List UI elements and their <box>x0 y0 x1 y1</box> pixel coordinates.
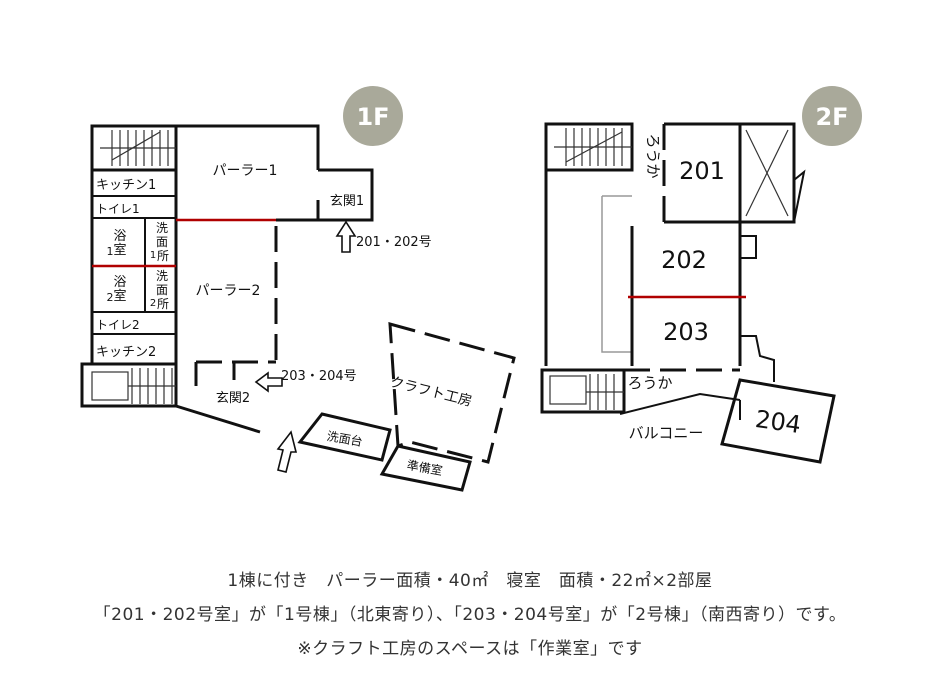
balcony-label: バルコニー <box>629 424 704 442</box>
washroom-1-label: 洗 面 1 所 <box>150 221 169 263</box>
corridor-bottom-label: ろうか <box>627 374 672 392</box>
kitchen-2-label: キッチン2 <box>96 345 156 360</box>
kitchen-1-label: キッチン1 <box>96 178 156 193</box>
svg-text:所: 所 <box>157 249 169 263</box>
toilet-1-label: トイレ1 <box>96 202 140 216</box>
balcony-outline <box>619 392 741 415</box>
svg-text:1: 1 <box>107 245 114 258</box>
second-floor-plan: 2F ろうか 201 <box>540 86 862 464</box>
sink-room-label: 洗面台 <box>326 428 364 449</box>
floor-2f-badge <box>802 86 862 146</box>
svg-text:浴: 浴 <box>113 275 126 290</box>
first-floor-plan: 1F キッチン1 トイレ1 トイレ2 キッチン2 浴 室 <box>80 86 516 492</box>
craft-room-dashed-wall <box>388 321 516 464</box>
void-outline-2f <box>601 196 632 353</box>
open-void-2f <box>738 122 796 224</box>
svg-text:浴: 浴 <box>113 229 126 244</box>
floor-1f-badge-label: 1F <box>356 103 389 131</box>
craft-entry-arrow-icon <box>276 430 298 473</box>
stairs-top-1f-steps <box>100 130 176 166</box>
caption-craft-note: ※クラフト工房のスペースは「作業室」です <box>297 639 643 659</box>
entry-203-204-label: 203・204号 <box>281 369 357 384</box>
svg-text:面: 面 <box>156 235 168 249</box>
caption-area-summary: 1棟に付き パーラー面積・40㎡ 寝室 面積・22㎡×2部屋 <box>227 571 713 591</box>
svg-text:面: 面 <box>156 283 168 297</box>
floor-plan: 1F キッチン1 トイレ1 トイレ2 キッチン2 浴 室 <box>80 86 862 492</box>
parlor-1-label: パーラー1 <box>213 163 278 179</box>
svg-text:2: 2 <box>107 291 114 304</box>
svg-text:室: 室 <box>113 288 126 304</box>
stairs-bottom-1f-steps <box>91 368 176 404</box>
svg-text:洗: 洗 <box>156 269 168 283</box>
entrance-2-wall <box>175 404 261 434</box>
corridor-top-label: ろうか <box>644 133 662 178</box>
stairs-bottom-2f-steps <box>549 374 624 410</box>
svg-text:室: 室 <box>113 242 126 258</box>
room-201-label: 201 <box>679 157 725 185</box>
room-204-label: 204 <box>753 405 802 439</box>
washroom-2-label: 洗 面 2 所 <box>150 269 169 311</box>
room-203-label: 203 <box>663 318 709 346</box>
prep-room-wall <box>379 444 472 492</box>
stairs-bottom-2f <box>540 368 626 414</box>
svg-text:所: 所 <box>157 297 169 311</box>
prep-room-label: 準備室 <box>406 457 444 478</box>
svg-text:洗: 洗 <box>156 221 168 235</box>
entrance-1-wall <box>316 168 374 222</box>
entrance-2-arrow-icon <box>254 371 283 393</box>
entry-201-202-label: 201・202号 <box>356 235 432 250</box>
bath-1-label: 浴 室 1 <box>107 229 127 258</box>
caption-unit-assignment: 「201・202号室」が「1号棟」（北東寄り）、「203・204号室」が「2号棟… <box>93 605 847 625</box>
parlor-2-label: パーラー2 <box>196 283 261 299</box>
parlor-1-wall <box>176 124 320 170</box>
toilet-2-label: トイレ2 <box>96 318 140 332</box>
svg-text:2: 2 <box>150 298 156 309</box>
stairs-top-2f-steps <box>554 128 632 166</box>
room-204-wall <box>720 378 836 464</box>
svg-text:1: 1 <box>150 250 156 261</box>
entrance-1-arrow-icon <box>335 220 357 253</box>
floor-2f-badge-label: 2F <box>815 103 848 131</box>
stairs-bottom-1f <box>80 362 178 408</box>
svg-text:ろうか: ろうか <box>644 133 662 178</box>
bath-2-label: 浴 室 2 <box>107 275 127 304</box>
room-202-label: 202 <box>661 246 707 274</box>
floor-1f-badge <box>343 86 403 146</box>
entrance-2-label: 玄関2 <box>216 391 250 406</box>
entrance-1-label: 玄関1 <box>330 194 364 209</box>
sink-room-wall <box>297 412 392 462</box>
craft-room-label: クラフト工房 <box>388 374 473 410</box>
